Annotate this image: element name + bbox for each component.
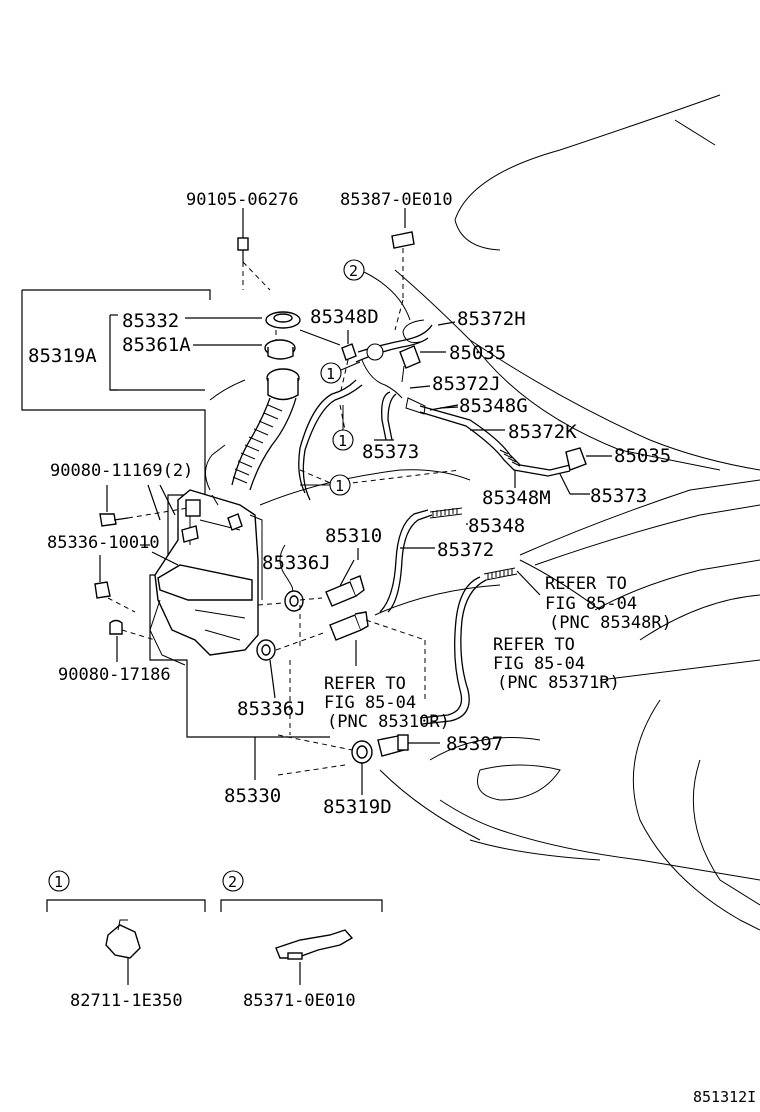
label-refer-3b: FIG 85-04 (324, 693, 416, 713)
bracket-85387-0e010 (391, 208, 415, 331)
clip-90080-17186 (109, 619, 156, 662)
inset-2: 2 (220, 870, 383, 985)
figure-id: 851312I (693, 1088, 756, 1106)
label-refer-1c: (PNC 85348R) (549, 613, 672, 633)
cap-assembly (185, 311, 301, 360)
label-85035-right: 85035 (614, 445, 671, 467)
label-85348g: 85348G (459, 395, 528, 417)
label-85373-upper: 85373 (362, 441, 419, 463)
label-85397: 85397 (446, 733, 503, 755)
label-85372k: 85372K (508, 421, 577, 443)
label-leaders (151, 321, 459, 566)
label-85336j-upper: 85336J (262, 552, 331, 574)
label-refer-2c: (PNC 85371R) (497, 673, 620, 693)
inset-1: 1 (46, 870, 206, 985)
label-85372: 85372 (437, 539, 494, 561)
washer-tank (149, 444, 263, 666)
callout-1-b: 1 (332, 405, 354, 451)
filler-neck (209, 368, 300, 491)
label-refer-1a: REFER TO (545, 574, 627, 594)
label-85319a: 85319A (28, 345, 97, 367)
nozzle-85035-right (565, 447, 612, 471)
label-refer-2b: FIG 85-04 (493, 654, 585, 674)
inset1-number: 1 (54, 873, 63, 891)
label-85372j: 85372J (432, 373, 501, 395)
label-85372h: 85372H (457, 308, 526, 330)
label-85348: 85348 (468, 515, 525, 537)
tank-leader (254, 660, 291, 780)
label-85319d: 85319D (323, 796, 392, 818)
label-85332: 85332 (122, 310, 179, 332)
label-refer-1b: FIG 85-04 (545, 594, 637, 614)
label-85373-lower: 85373 (590, 485, 647, 507)
label-85348d: 85348D (310, 306, 379, 328)
label-82711-1e350: 82711-1E350 (70, 991, 183, 1011)
callout-2-text: 2 (349, 262, 358, 280)
hose-85371r-loop (419, 567, 541, 725)
label-90080-11169: 90080-11169(2) (50, 461, 193, 481)
callout-1a-text: 1 (326, 365, 335, 383)
callout-1c-text: 1 (335, 477, 344, 495)
callout-1-c: 1 (300, 474, 351, 496)
label-refer-3a: REFER TO (324, 674, 406, 694)
sensor-85397 (377, 734, 440, 757)
clip-85348d (339, 330, 357, 396)
grommet-85336j-lower (256, 639, 276, 699)
screw-90080-11169 (99, 484, 189, 527)
label-85348m: 85348M (482, 487, 551, 509)
vehicle-hood-outline (259, 94, 760, 931)
part-labels: 90105-06276 85387-0E010 85332 85361A 853… (28, 190, 756, 1106)
inset2-number: 2 (228, 873, 237, 891)
callout-1-a: 1 (320, 361, 361, 384)
label-85387-0e010: 85387-0E010 (340, 190, 453, 210)
label-85371-0e010: 85371-0E010 (243, 991, 356, 1011)
nozzle-85035-top (399, 319, 446, 383)
label-85330: 85330 (224, 785, 281, 807)
callout-2-top: 2 (343, 259, 411, 321)
callout-1b-text: 1 (338, 432, 347, 450)
label-85336-10010: 85336-10010 (47, 533, 160, 553)
label-85361a: 85361A (122, 334, 191, 356)
grommet-85319d (277, 734, 373, 795)
label-85310: 85310 (325, 525, 382, 547)
label-90080-17186: 90080-17186 (58, 665, 171, 685)
callout-1-d (366, 343, 384, 361)
grommet-85336-10010 (94, 544, 150, 613)
pump-motor-85310 (275, 559, 426, 700)
label-85035-top: 85035 (449, 342, 506, 364)
hose-85372-main (379, 507, 468, 613)
label-85336j-lower: 85336J (237, 698, 306, 720)
label-90105-06276: 90105-06276 (186, 190, 299, 210)
label-refer-2a: REFER TO (493, 635, 575, 655)
label-refer-3c: (PNC 85310R) (327, 712, 450, 732)
grommet-85336j-upper (257, 544, 304, 612)
bolt-90105-06276 (237, 208, 271, 291)
